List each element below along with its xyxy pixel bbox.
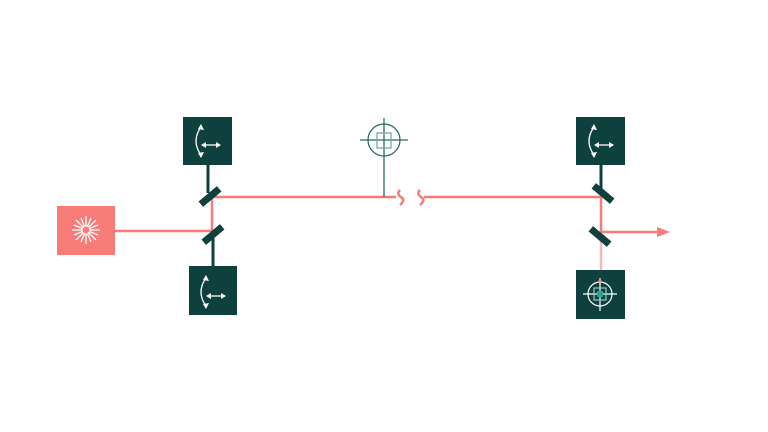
break-symbol-icon (397, 189, 425, 206)
crosshair-target-icon (360, 118, 408, 197)
mirror-icon (198, 186, 222, 207)
tilt-adjust-icon (189, 266, 237, 315)
beam-path (115, 195, 660, 234)
mirror-icon (591, 183, 615, 204)
arrow-right-icon (657, 227, 670, 237)
crosshair-detector-icon (576, 270, 625, 319)
laser-sun-icon (57, 206, 115, 255)
tilt-adjust-icon (183, 117, 232, 165)
tilt-adjust-icon (576, 117, 625, 165)
mirror-icon (201, 224, 225, 245)
mirror-icon (588, 226, 612, 247)
